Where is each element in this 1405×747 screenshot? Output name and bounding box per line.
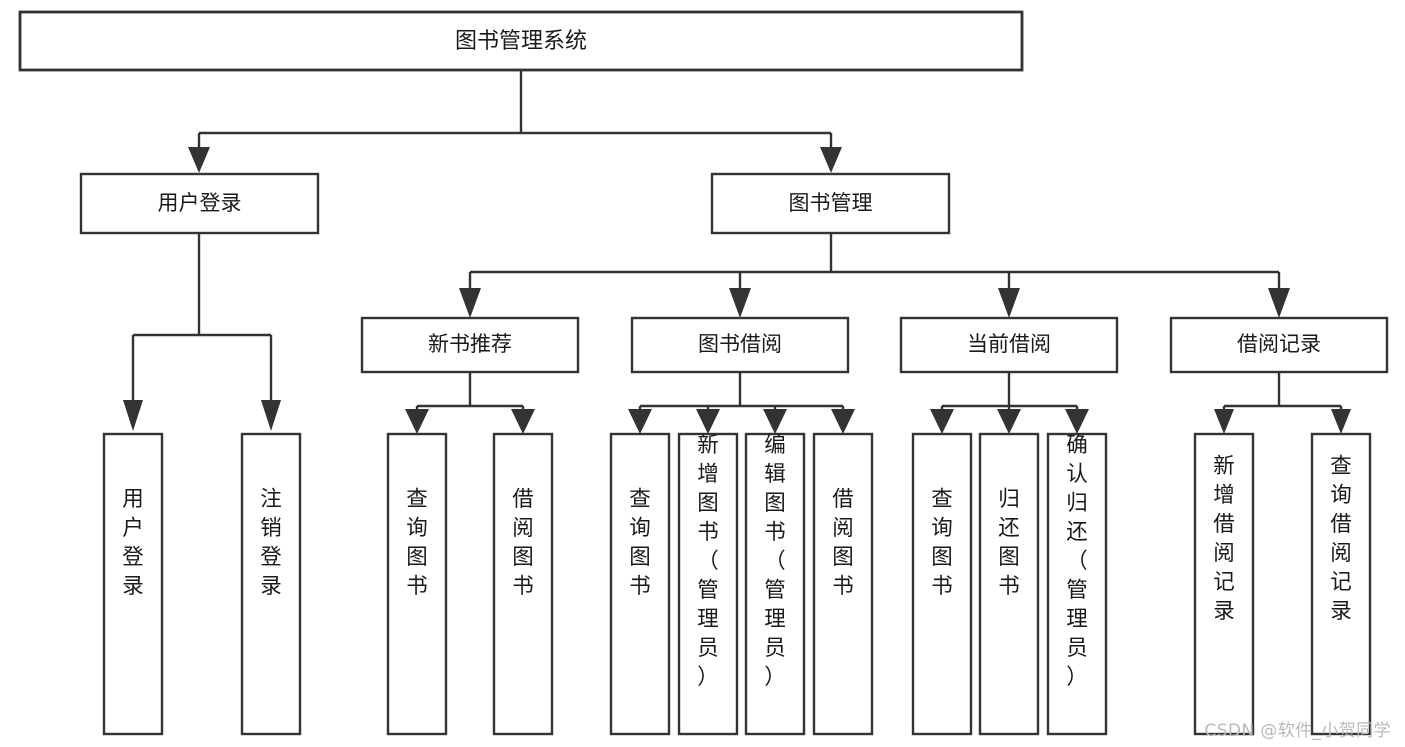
node-root-label: 图书管理系统: [455, 29, 587, 54]
arrowhead-leaf-add-book: [696, 409, 720, 434]
node-book-manage[interactable]: 图书管理: [710, 172, 951, 235]
node-borrow-record[interactable]: 借阅记录: [1169, 316, 1389, 374]
node-book-borrow[interactable]: 图书借阅: [630, 316, 850, 374]
arrowhead-leaf-edit-book: [763, 409, 787, 434]
leaf-query-book-2-label: 查询图书: [629, 487, 651, 599]
leaf-borrow-book-2-label: 借阅图书: [832, 487, 854, 599]
leaf-confirm-return[interactable]: 确认归还（管理员）: [1046, 432, 1108, 736]
arrowhead-leaf-query-record: [1331, 409, 1351, 434]
leaf-edit-book[interactable]: 编辑图书（管理员）: [744, 432, 806, 736]
node-root[interactable]: 图书管理系统: [18, 10, 1024, 72]
leaf-user-logout[interactable]: 注销登录: [240, 432, 302, 736]
node-root-box[interactable]: [18, 10, 1024, 72]
node-new-book-recommend-label: 新书推荐: [428, 332, 512, 356]
leaf-query-book-1-box[interactable]: [386, 432, 448, 736]
leaf-edit-book-label: 编辑图书（管理员）: [764, 433, 786, 690]
leaf-borrow-book-2-box[interactable]: [812, 432, 874, 736]
node-new-book-recommend[interactable]: 新书推荐: [360, 316, 580, 374]
leaf-borrow-book-1-box[interactable]: [492, 432, 554, 736]
leaf-query-book-3-label: 查询图书: [931, 487, 953, 599]
leaf-query-book-2-box[interactable]: [609, 432, 671, 736]
leaf-user-login-label: 用户登录: [122, 487, 144, 599]
node-user-login[interactable]: 用户登录: [79, 172, 320, 235]
node-borrow-record-label: 借阅记录: [1237, 332, 1321, 356]
leaf-add-book-box[interactable]: [677, 432, 739, 736]
leaf-add-record-box[interactable]: [1193, 432, 1255, 736]
node-current-borrow-label: 当前借阅: [967, 332, 1051, 356]
leaf-query-book-1[interactable]: 查询图书: [386, 432, 448, 736]
node-book-borrow-box[interactable]: [630, 316, 850, 374]
arrowhead-leaf-query-book-1: [405, 409, 429, 434]
leaf-confirm-return-label: 确认归还（管理员）: [1066, 433, 1088, 690]
leaf-user-login-box[interactable]: [102, 432, 164, 736]
arrowhead-leaf-confirm-return: [1065, 409, 1089, 434]
arrowhead-book-manage: [820, 147, 842, 173]
arrowhead-leaf-query-book-2: [628, 409, 652, 434]
leaf-borrow-book-1-label: 借阅图书: [512, 487, 534, 599]
arrowhead-leaf-return-book: [997, 409, 1021, 434]
node-book-manage-box[interactable]: [710, 172, 951, 235]
leaf-add-book-label: 新增图书（管理员）: [697, 433, 719, 690]
leaf-add-record-label: 新增借阅记录: [1213, 454, 1235, 624]
leaf-add-book[interactable]: 新增图书（管理员）: [677, 432, 739, 736]
csdn-watermark: CSDN @软件_小贺同学: [1204, 721, 1391, 741]
arrowhead-user-login: [188, 147, 210, 173]
leaf-user-logout-box[interactable]: [240, 432, 302, 736]
arrowhead-book-borrow: [729, 288, 751, 318]
node-current-borrow[interactable]: 当前借阅: [899, 316, 1119, 374]
node-user-login-label: 用户登录: [158, 191, 242, 215]
leaf-query-record-label: 查询借阅记录: [1330, 454, 1352, 624]
leaf-query-book-2[interactable]: 查询图书: [609, 432, 671, 736]
node-book-manage-label: 图书管理: [789, 191, 873, 215]
leaf-confirm-return-box[interactable]: [1046, 432, 1108, 736]
leaf-add-record[interactable]: 新增借阅记录: [1193, 432, 1255, 736]
leaf-return-book-box[interactable]: [978, 432, 1040, 736]
arrowhead-leaf-add-record: [1214, 409, 1234, 434]
arrowhead-borrow-record: [1268, 288, 1290, 318]
connector-layer: [123, 70, 1351, 434]
arrowhead-current-borrow: [998, 288, 1020, 318]
leaf-borrow-book-2[interactable]: 借阅图书: [812, 432, 874, 736]
leaf-query-book-3[interactable]: 查询图书: [911, 432, 973, 736]
arrowhead-leaf-borrow-book-2: [831, 409, 855, 434]
node-current-borrow-box[interactable]: [899, 316, 1119, 374]
leaf-query-book-1-label: 查询图书: [406, 487, 428, 599]
leaf-return-book[interactable]: 归还图书: [978, 432, 1040, 736]
leaf-user-logout-label: 注销登录: [260, 487, 282, 599]
arrowhead-leaf-query-book-3: [930, 409, 954, 434]
leaf-query-record-box[interactable]: [1310, 432, 1372, 736]
arrowhead-new-book-recommend: [459, 288, 481, 318]
leaf-query-book-3-box[interactable]: [911, 432, 973, 736]
leaf-return-book-label: 归还图书: [998, 487, 1020, 599]
node-borrow-record-box[interactable]: [1169, 316, 1389, 374]
leaf-user-login[interactable]: 用户登录: [102, 432, 164, 736]
leaf-query-record[interactable]: 查询借阅记录: [1310, 432, 1372, 736]
leaf-borrow-book-1[interactable]: 借阅图书: [492, 432, 554, 736]
leaf-edit-book-box[interactable]: [744, 432, 806, 736]
node-book-borrow-label: 图书借阅: [698, 332, 782, 356]
arrowhead-leaf-user-login: [123, 400, 143, 431]
node-user-login-box[interactable]: [79, 172, 320, 235]
node-new-book-recommend-box[interactable]: [360, 316, 580, 374]
arrowhead-leaf-user-logout: [261, 400, 281, 431]
arrowhead-leaf-borrow-book-1: [511, 409, 535, 434]
